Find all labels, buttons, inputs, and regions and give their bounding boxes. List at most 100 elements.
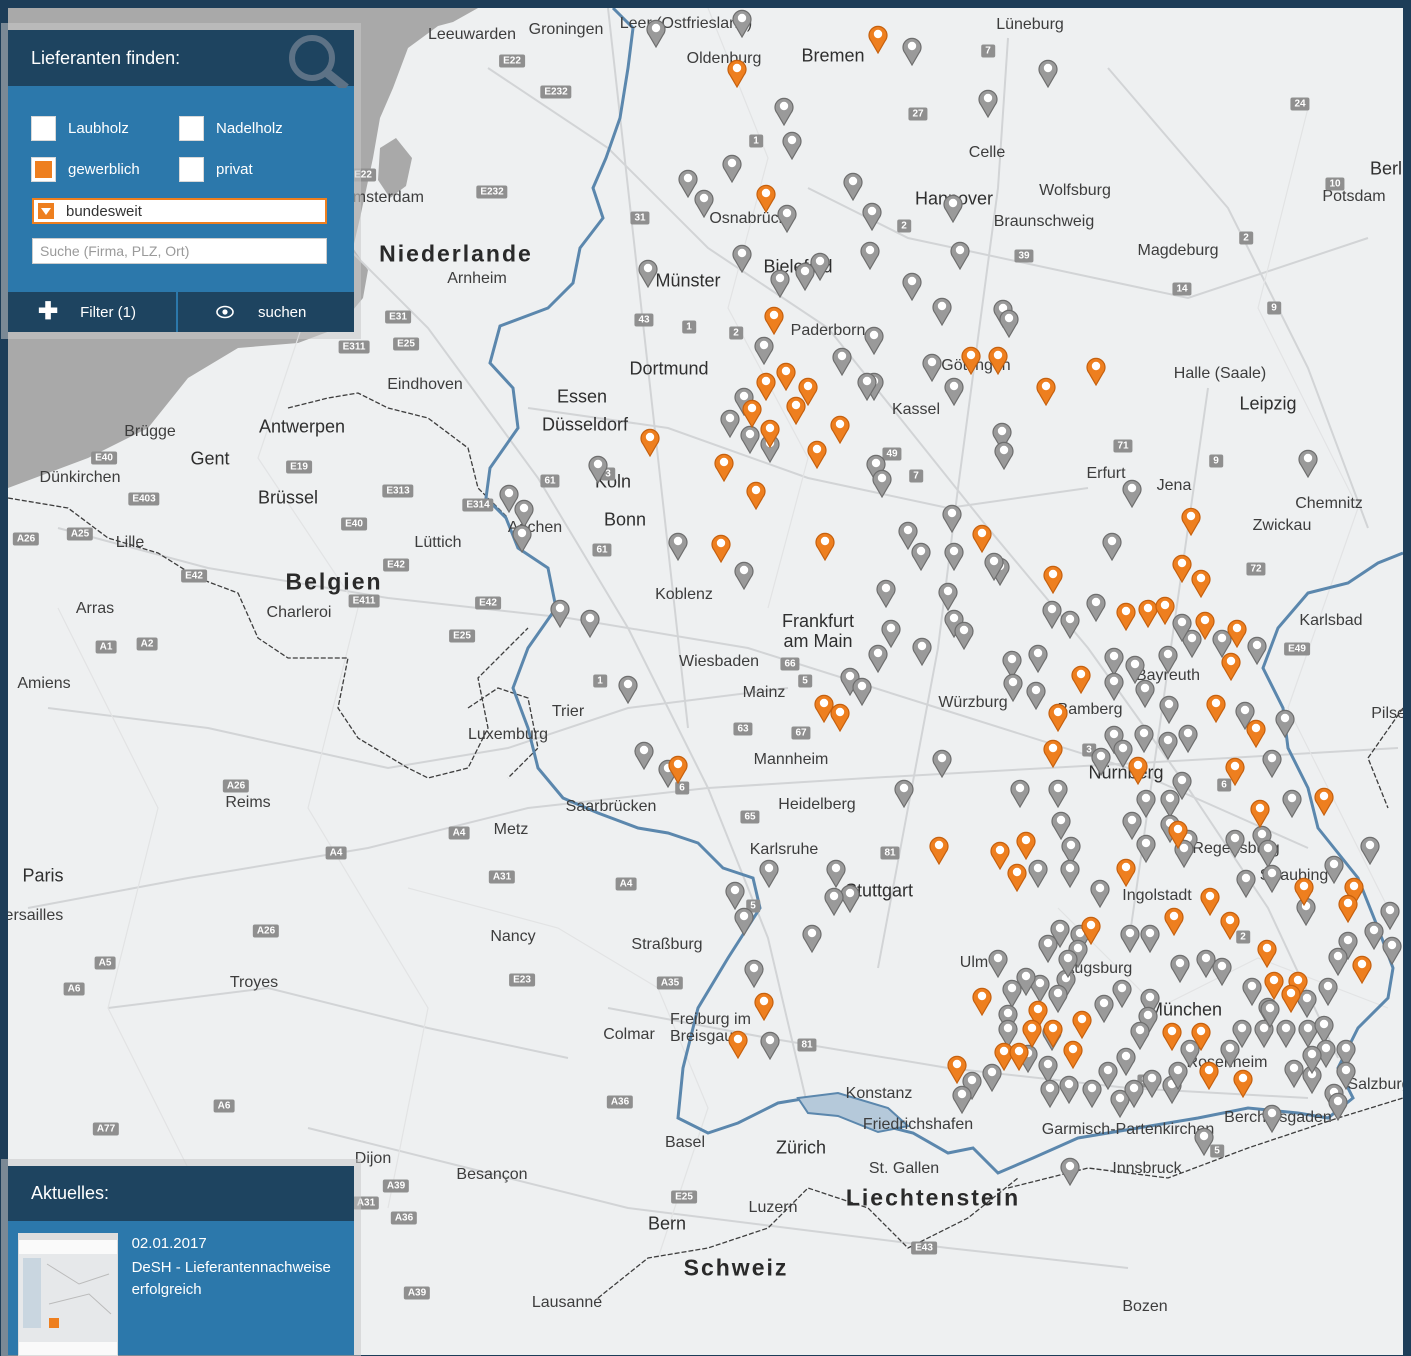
supplier-marker-highlighted-icon[interactable] — [1162, 1021, 1182, 1051]
supplier-marker-icon[interactable] — [998, 1003, 1018, 1033]
supplier-marker-icon[interactable] — [1038, 1054, 1058, 1084]
checkbox-gewerblich[interactable]: gewerblich — [31, 149, 179, 190]
supplier-marker-highlighted-icon[interactable] — [798, 376, 818, 406]
supplier-marker-icon[interactable] — [1275, 708, 1295, 738]
supplier-marker-icon[interactable] — [740, 424, 760, 454]
supplier-marker-icon[interactable] — [978, 88, 998, 118]
supplier-marker-icon[interactable] — [1086, 592, 1106, 622]
supplier-marker-icon[interactable] — [1242, 976, 1262, 1006]
supplier-marker-icon[interactable] — [942, 503, 962, 533]
supplier-marker-icon[interactable] — [1140, 923, 1160, 953]
supplier-marker-icon[interactable] — [1040, 1078, 1060, 1108]
supplier-marker-icon[interactable] — [840, 666, 860, 696]
supplier-marker-highlighted-icon[interactable] — [1009, 1041, 1029, 1071]
supplier-marker-icon[interactable] — [588, 454, 608, 484]
supplier-marker-icon[interactable] — [1160, 788, 1180, 818]
supplier-marker-highlighted-icon[interactable] — [1022, 1018, 1042, 1048]
supplier-marker-icon[interactable] — [999, 308, 1019, 338]
supplier-marker-icon[interactable] — [1360, 835, 1380, 865]
supplier-marker-icon[interactable] — [638, 258, 658, 288]
supplier-marker-icon[interactable] — [1220, 1038, 1240, 1068]
supplier-marker-icon[interactable] — [898, 520, 918, 550]
supplier-marker-icon[interactable] — [1059, 1074, 1079, 1104]
supplier-marker-icon[interactable] — [1298, 1018, 1318, 1048]
supplier-marker-highlighted-icon[interactable] — [756, 371, 776, 401]
supplier-marker-highlighted-icon[interactable] — [1155, 595, 1175, 625]
supplier-marker-highlighted-icon[interactable] — [1043, 738, 1063, 768]
supplier-marker-icon[interactable] — [1254, 1018, 1274, 1048]
supplier-marker-icon[interactable] — [1212, 628, 1232, 658]
supplier-marker-icon[interactable] — [634, 740, 654, 770]
supplier-marker-icon[interactable] — [1297, 988, 1317, 1018]
supplier-marker-icon[interactable] — [1090, 878, 1110, 908]
supplier-marker-icon[interactable] — [1050, 918, 1070, 948]
search-button[interactable]: suchen — [178, 292, 354, 332]
supplier-marker-icon[interactable] — [759, 858, 779, 888]
supplier-marker-icon[interactable] — [1235, 700, 1255, 730]
supplier-marker-icon[interactable] — [1247, 635, 1267, 665]
supplier-marker-highlighted-icon[interactable] — [776, 361, 796, 391]
supplier-marker-highlighted-icon[interactable] — [990, 840, 1010, 870]
supplier-marker-icon[interactable] — [1328, 946, 1348, 976]
supplier-marker-highlighted-icon[interactable] — [1048, 702, 1068, 732]
supplier-marker-highlighted-icon[interactable] — [1043, 564, 1063, 594]
supplier-marker-icon[interactable] — [1172, 612, 1192, 642]
supplier-marker-icon[interactable] — [992, 421, 1012, 451]
supplier-marker-highlighted-icon[interactable] — [1220, 910, 1240, 940]
supplier-marker-icon[interactable] — [1232, 1018, 1252, 1048]
supplier-marker-icon[interactable] — [1180, 1038, 1200, 1068]
supplier-marker-highlighted-icon[interactable] — [830, 702, 850, 732]
supplier-marker-highlighted-icon[interactable] — [1116, 857, 1136, 887]
supplier-marker-highlighted-icon[interactable] — [756, 183, 776, 213]
supplier-marker-icon[interactable] — [678, 168, 698, 198]
supplier-marker-highlighted-icon[interactable] — [786, 395, 806, 425]
supplier-marker-icon[interactable] — [1026, 680, 1046, 710]
supplier-marker-icon[interactable] — [1122, 478, 1142, 508]
supplier-marker-icon[interactable] — [872, 468, 892, 498]
supplier-marker-highlighted-icon[interactable] — [1016, 830, 1036, 860]
supplier-marker-highlighted-icon[interactable] — [1199, 1060, 1219, 1090]
supplier-marker-icon[interactable] — [857, 371, 877, 401]
supplier-marker-icon[interactable] — [1258, 838, 1278, 868]
supplier-marker-icon[interactable] — [1058, 948, 1078, 978]
supplier-marker-icon[interactable] — [1194, 1126, 1214, 1156]
supplier-marker-icon[interactable] — [646, 18, 666, 48]
supplier-marker-icon[interactable] — [1380, 900, 1400, 930]
supplier-marker-icon[interactable] — [1158, 644, 1178, 674]
supplier-marker-highlighted-icon[interactable] — [1264, 970, 1284, 1000]
supplier-marker-icon[interactable] — [694, 188, 714, 218]
supplier-marker-highlighted-icon[interactable] — [830, 414, 850, 444]
supplier-marker-icon[interactable] — [852, 676, 872, 706]
supplier-marker-icon[interactable] — [720, 408, 740, 438]
supplier-marker-icon[interactable] — [1124, 1078, 1144, 1108]
supplier-marker-icon[interactable] — [938, 581, 958, 611]
supplier-marker-icon[interactable] — [744, 958, 764, 988]
supplier-marker-icon[interactable] — [1010, 778, 1030, 808]
checkbox-laubholz-box[interactable] — [31, 116, 56, 141]
supplier-marker-highlighted-icon[interactable] — [1206, 693, 1226, 723]
supplier-marker-icon[interactable] — [795, 261, 815, 291]
supplier-marker-icon[interactable] — [580, 608, 600, 638]
supplier-marker-icon[interactable] — [1113, 738, 1133, 768]
supplier-marker-highlighted-icon[interactable] — [1250, 798, 1270, 828]
supplier-marker-highlighted-icon[interactable] — [814, 693, 834, 723]
supplier-marker-icon[interactable] — [754, 335, 774, 365]
supplier-marker-icon[interactable] — [1102, 531, 1122, 561]
supplier-marker-icon[interactable] — [1122, 810, 1142, 840]
supplier-marker-highlighted-icon[interactable] — [1227, 618, 1247, 648]
supplier-marker-icon[interactable] — [912, 636, 932, 666]
supplier-marker-icon[interactable] — [1178, 723, 1198, 753]
supplier-marker-icon[interactable] — [1262, 748, 1282, 778]
supplier-marker-highlighted-icon[interactable] — [988, 345, 1008, 375]
supplier-marker-icon[interactable] — [922, 352, 942, 382]
supplier-marker-highlighted-icon[interactable] — [1168, 819, 1188, 849]
supplier-marker-icon[interactable] — [1298, 448, 1318, 478]
checkbox-nadelholz[interactable]: Nadelholz — [179, 108, 327, 149]
supplier-marker-icon[interactable] — [1002, 649, 1022, 679]
supplier-marker-icon[interactable] — [1252, 824, 1272, 854]
supplier-marker-icon[interactable] — [782, 130, 802, 160]
supplier-marker-highlighted-icon[interactable] — [727, 58, 747, 88]
supplier-marker-icon[interactable] — [774, 96, 794, 126]
supplier-marker-highlighted-icon[interactable] — [961, 345, 981, 375]
supplier-marker-icon[interactable] — [1364, 920, 1384, 950]
